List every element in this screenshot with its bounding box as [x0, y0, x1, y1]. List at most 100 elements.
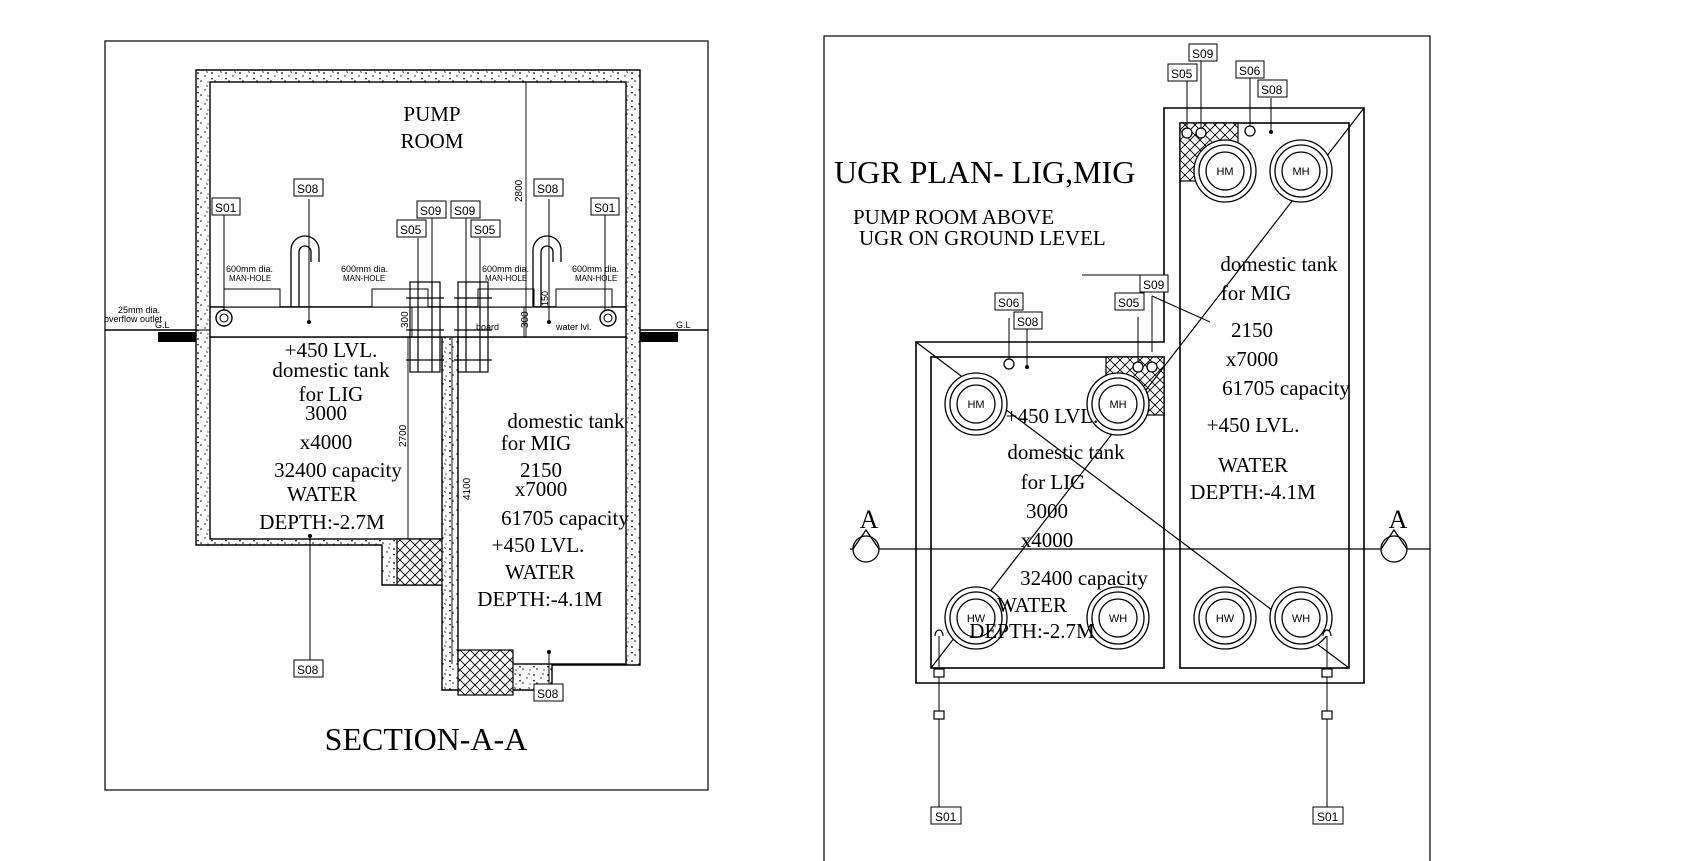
- pipe-circle-right: [599, 309, 617, 327]
- plan-lig-l6: WATER: [997, 593, 1067, 617]
- manhole-label-mh-mig: MH: [1292, 166, 1309, 178]
- ground-hatch-left: [158, 332, 196, 342]
- section-frame: [104, 40, 709, 791]
- plan-tag-s06-lig: S06: [998, 296, 1020, 310]
- manhole-lig-hw: [944, 586, 1008, 650]
- plan-mig-l5: 61705 capacity: [1222, 376, 1350, 400]
- plan-mig-l2: for MIG: [1221, 281, 1292, 305]
- tag-s05-left: S05: [400, 223, 422, 237]
- plan-title: UGR PLAN- LIG,MIG: [834, 154, 1135, 190]
- section-marker-label-right: A: [1389, 505, 1408, 534]
- section-view: G.L G.L 25mm dia. overflow outlet 600mm …: [104, 40, 709, 791]
- lig-sump: [396, 538, 443, 586]
- mig-tank-section: [457, 336, 627, 665]
- plan-mig-l4: x7000: [1226, 347, 1279, 371]
- plan-mig-l6: WATER: [1218, 453, 1288, 477]
- lig-tank-section: [209, 336, 443, 540]
- manhole-label-hw-lig: HW: [967, 613, 986, 625]
- pump-room-line1: PUMP: [403, 102, 460, 126]
- section-lig-l1: domestic tank: [272, 358, 390, 382]
- plan-manholes: [944, 139, 1333, 650]
- manhole-mig-hm: [1193, 139, 1257, 203]
- plan-view: HM MH HW WH HM MH HW WH A A: [823, 35, 1431, 861]
- plan-tags: [930, 43, 1344, 825]
- plan-tag-s05-lig: S05: [1118, 296, 1140, 310]
- tag-s09-left: S09: [420, 204, 442, 218]
- manhole-label-3: MAN-HOLE: [485, 274, 527, 283]
- section-marker-label-left: A: [860, 505, 879, 534]
- plan-lig-l7: DEPTH:-2.7M: [969, 619, 1095, 643]
- overflow-label: overflow outlet: [104, 314, 163, 324]
- section-mig-l1: domestic tank: [507, 409, 625, 433]
- dim-150: 150: [540, 291, 550, 306]
- plan-lig-l1: domestic tank: [1007, 440, 1125, 464]
- tag-s08-right: S08: [537, 182, 559, 196]
- section-mig-l7: DEPTH:-4.1M: [477, 587, 603, 611]
- plan-tag-s08-mig: S08: [1261, 83, 1283, 97]
- gl-label-right: G.L: [676, 320, 691, 330]
- manhole-lig-hm: [944, 372, 1008, 436]
- plan-lig-l5: 32400 capacity: [1020, 566, 1148, 590]
- manhole-label-hm-mig: HM: [1216, 166, 1233, 178]
- plan-lig-l3: 3000: [1026, 499, 1068, 523]
- plan-pipe-points: [1003, 125, 1256, 373]
- pump-room-line2: ROOM: [400, 129, 463, 153]
- plan-lig-level: +450 LVL.: [1006, 404, 1099, 428]
- vent-pipe-left: [290, 235, 320, 307]
- manhole-size-1: 600mm dia.: [226, 264, 273, 274]
- plan-tag-s08-lig: S08: [1017, 315, 1039, 329]
- plan-tag-s06-mig: S06: [1239, 64, 1261, 78]
- manhole-mig-hw: [1193, 586, 1257, 650]
- manhole-lig-wh: [1086, 586, 1150, 650]
- section-lig-l3: 3000: [305, 401, 347, 425]
- dim-4100: 4100: [462, 477, 473, 500]
- dim-300-a: 300: [400, 311, 411, 328]
- section-mig-level: +450 LVL.: [492, 533, 585, 557]
- dim-2800: 2800: [514, 179, 525, 202]
- dim-300-b: 300: [520, 311, 531, 328]
- plan-lig-l2: for LIG: [1021, 470, 1086, 494]
- section-title: SECTION-A-A: [325, 721, 528, 757]
- tag-s01-right: S01: [594, 201, 616, 215]
- overflow-size: 25mm dia.: [118, 305, 160, 315]
- plan-mig-l7: DEPTH:-4.1M: [1190, 480, 1316, 504]
- section-mig-l5: 61705 capacity: [501, 506, 629, 530]
- plan-frame: [823, 35, 1431, 861]
- plan-tag-s09-mig: S09: [1192, 47, 1214, 61]
- tag-s08-bottom-right: S08: [537, 687, 559, 701]
- section-mig-l3: 2150: [520, 458, 562, 482]
- manhole-mig-wh: [1269, 586, 1333, 650]
- section-mig-l2: for MIG: [501, 431, 572, 455]
- section-lig-level: +450 LVL.: [285, 338, 378, 362]
- plan-subtitle-2: UGR ON GROUND LEVEL: [859, 226, 1106, 250]
- plan-tag-s01-left: S01: [935, 810, 957, 824]
- section-tags: [211, 178, 620, 702]
- gl-label-left: G.L: [155, 320, 170, 330]
- manhole-label-hw-mig: HW: [1216, 613, 1235, 625]
- pipe-circle-left: [215, 309, 233, 327]
- manhole-label-wh-lig: WH: [1109, 613, 1127, 625]
- ground-hatch-right: [640, 332, 678, 342]
- plan-lig-l4: x4000: [1021, 528, 1074, 552]
- section-lig-l4: x4000: [300, 430, 353, 454]
- manhole-label-wh-mig: WH: [1292, 613, 1310, 625]
- plan-tag-s01-right: S01: [1317, 810, 1339, 824]
- section-lig-l6: WATER: [287, 482, 357, 506]
- manhole-covers: [223, 288, 613, 308]
- plan-tag-s09-lig: S09: [1143, 278, 1165, 292]
- manhole-size-4: 600mm dia.: [572, 264, 619, 274]
- plan-mig-l3: 2150: [1231, 318, 1273, 342]
- plan-mig-tank: [1179, 122, 1350, 669]
- manhole-label-2: MAN-HOLE: [343, 274, 385, 283]
- tag-s09-right: S09: [454, 204, 476, 218]
- tag-leaders: [223, 199, 606, 690]
- dimension-lines: [407, 82, 527, 664]
- vent-pipe-right: [532, 235, 562, 307]
- section-marker-left: [852, 528, 880, 563]
- manhole-lig-mh: [1086, 372, 1150, 436]
- plan-tag-s05-mig: S05: [1171, 67, 1193, 81]
- plan-tag-leaders: [938, 61, 1328, 807]
- section-marker-right: [1380, 528, 1408, 563]
- plan-lig-tank: [930, 356, 1165, 669]
